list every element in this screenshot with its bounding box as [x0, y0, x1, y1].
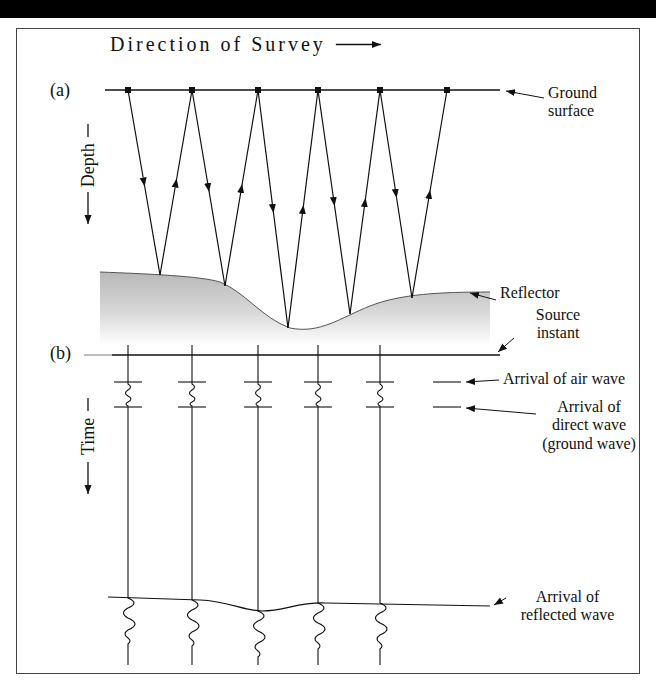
- leader-line: [470, 293, 496, 300]
- direction-arrow: [336, 44, 381, 45]
- figure-frame: [17, 29, 640, 674]
- ray-down: [192, 90, 225, 286]
- geophone: [315, 87, 321, 93]
- axis-label: Time: [78, 417, 99, 454]
- geophone: [377, 87, 383, 93]
- ray-up: [350, 90, 380, 314]
- arrival-ticks: [114, 382, 461, 407]
- axis-arrow: [87, 192, 88, 224]
- leader-line: [466, 380, 499, 382]
- panel-letter: (b): [50, 343, 71, 364]
- trace: [314, 345, 326, 665]
- time-zero-line: [84, 354, 112, 355]
- tick: [433, 381, 461, 382]
- axis-dash: [87, 398, 88, 411]
- ray-down: [258, 90, 288, 328]
- leader-line: [498, 338, 514, 352]
- ground-line: [105, 89, 500, 90]
- trace: [124, 345, 136, 665]
- ray-down: [380, 90, 412, 298]
- ray-up: [412, 90, 447, 298]
- ray-down: [128, 90, 160, 275]
- geophone: [189, 87, 195, 93]
- surface-label: Ground surface: [548, 84, 638, 121]
- leader-line: [506, 91, 544, 98]
- reflection-time-line: [108, 597, 490, 611]
- panel-letter: (a): [50, 80, 70, 101]
- ray-up: [225, 90, 258, 286]
- ray-paths: [128, 90, 447, 328]
- survey-direction-label: Direction of Survey: [110, 33, 326, 56]
- reflected-wave-label: Arrival of reflected wave: [510, 588, 625, 625]
- trace: [254, 345, 266, 665]
- leader-line: [466, 408, 536, 414]
- geophone: [255, 87, 261, 93]
- leader-line: [494, 598, 506, 605]
- ray-down: [318, 90, 350, 314]
- trace: [188, 345, 200, 665]
- air-wave-label: Arrival of air wave: [503, 370, 625, 388]
- source-instant-label: Source instant: [518, 306, 598, 343]
- direct-wave-label: Arrival of direct wave (ground wave): [540, 398, 638, 453]
- reflector-label: Reflector: [500, 284, 560, 302]
- axis-arrow: [87, 462, 88, 494]
- reflector-surface: [100, 272, 490, 329]
- header-bar: [0, 0, 656, 18]
- axis-dash: [87, 124, 88, 137]
- axis-label: Depth: [78, 143, 99, 187]
- reflector-band: [100, 272, 490, 345]
- tick: [433, 406, 461, 407]
- geophone: [125, 87, 131, 93]
- time-zero-line: [112, 354, 500, 355]
- geophone: [444, 87, 450, 93]
- ray-up: [160, 90, 192, 275]
- seismic-traces: [124, 345, 388, 665]
- ray-up: [288, 90, 318, 328]
- geophone-points: [125, 87, 450, 93]
- trace: [376, 345, 388, 665]
